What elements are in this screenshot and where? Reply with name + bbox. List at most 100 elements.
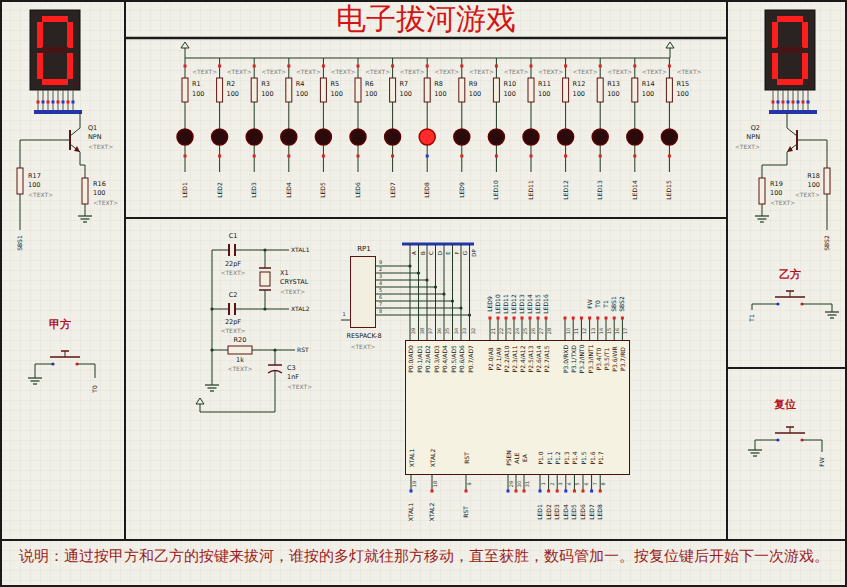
junction-dot xyxy=(210,307,213,310)
pin-state-marker xyxy=(57,101,60,104)
display-segment xyxy=(777,79,803,85)
net-label: LED15 xyxy=(535,294,542,313)
pin-name: EA xyxy=(522,454,529,462)
pin-number: 17 xyxy=(624,328,630,334)
net-label: LED4 xyxy=(562,504,569,520)
part-value: 100 xyxy=(538,91,550,98)
wire xyxy=(254,102,255,129)
pin-number: 7 xyxy=(593,482,599,485)
part-name: R18 xyxy=(807,173,820,180)
resistor-symbol xyxy=(528,78,534,102)
pin-state-marker xyxy=(572,317,575,320)
led-symbol xyxy=(558,129,574,145)
placeholder-text: <TEXT> xyxy=(365,69,390,76)
pin-number: 9 xyxy=(467,482,473,485)
net-label: LED5 xyxy=(320,182,327,198)
part-value: NPN xyxy=(746,134,760,141)
part-name: R13 xyxy=(607,81,620,88)
pin-name: P3.6/WR xyxy=(612,346,619,371)
wire xyxy=(323,145,324,172)
placeholder-text: <TEXT> xyxy=(93,200,118,207)
wire xyxy=(77,364,95,378)
wire xyxy=(212,309,229,310)
ground-symbol xyxy=(753,455,757,456)
pin-number: 2 xyxy=(379,267,382,273)
part-name: R9 xyxy=(469,81,478,88)
led-symbol xyxy=(627,129,643,145)
pin-state-marker xyxy=(599,65,602,68)
pin-state-marker xyxy=(621,317,624,320)
wire xyxy=(669,58,670,78)
wire xyxy=(496,145,497,172)
wire xyxy=(427,145,428,172)
pin-number: 4 xyxy=(379,281,382,287)
led-symbol xyxy=(385,129,401,145)
placeholder-text: <TEXT> xyxy=(280,289,305,296)
part-value: 100 xyxy=(770,190,782,197)
ground-symbol xyxy=(81,218,90,219)
pin-state-marker xyxy=(564,490,567,493)
net-label: LED15 xyxy=(666,180,673,199)
resistor-symbol xyxy=(217,78,223,102)
part-name: R1 xyxy=(192,81,201,88)
display-segment xyxy=(777,16,803,22)
seven-segment-display xyxy=(765,10,815,90)
ground-symbol xyxy=(205,384,219,385)
power-terminal xyxy=(181,42,189,48)
pin-number: 7 xyxy=(379,302,382,308)
wire xyxy=(185,58,186,78)
junction-dot xyxy=(417,271,420,274)
wire xyxy=(565,58,566,78)
wire xyxy=(600,58,601,78)
pin-name: P3.3/INT1 xyxy=(587,345,594,374)
wire xyxy=(219,102,220,129)
pin-state-marker xyxy=(287,65,290,68)
pin-name: ALE xyxy=(514,452,521,463)
net-label: FW xyxy=(819,457,826,466)
pin-name: P1.0 xyxy=(538,451,545,464)
pin-name: P0.4/AD4 xyxy=(442,345,449,373)
led-symbol xyxy=(212,129,228,145)
led-symbol xyxy=(177,129,193,145)
wire xyxy=(461,58,462,78)
wire xyxy=(452,244,453,340)
pin-number: 5 xyxy=(576,482,582,485)
display-pin xyxy=(798,90,799,112)
pin-number: 3 xyxy=(379,274,382,280)
wire xyxy=(219,145,220,172)
pin-name: P2.0/A8 xyxy=(488,347,495,370)
power-terminal xyxy=(666,42,674,48)
net-label: LED14 xyxy=(527,294,534,313)
pin-state-marker xyxy=(580,317,583,320)
wire xyxy=(212,250,229,251)
led-symbol xyxy=(315,129,331,145)
panel-label: 乙方 xyxy=(779,269,801,282)
pin-state-marker xyxy=(322,65,325,68)
net-label: LED14 xyxy=(631,180,638,199)
pin-state-marker xyxy=(391,155,394,158)
net-label: LED3 xyxy=(554,504,561,520)
pin-number: 34 xyxy=(454,328,460,334)
net-label: XTAL1 xyxy=(408,503,415,521)
pin-state-marker xyxy=(564,65,567,68)
part-value: RESPACK-8 xyxy=(346,333,381,340)
net-label: LED13 xyxy=(597,180,604,199)
pin-state-marker xyxy=(62,101,65,104)
wire xyxy=(265,290,266,309)
wire xyxy=(235,309,289,310)
net-label: LED13 xyxy=(519,294,526,313)
wire xyxy=(254,58,255,78)
bus-line xyxy=(402,243,474,246)
part-name: R14 xyxy=(642,81,655,88)
pin-number: 11 xyxy=(574,328,580,334)
wire xyxy=(288,102,289,129)
switch-symbol xyxy=(786,290,794,292)
pin-state-marker xyxy=(72,101,75,104)
net-label: LED6 xyxy=(580,504,587,520)
pin-name: P3.2/INT0 xyxy=(579,345,586,374)
net-label: LED3 xyxy=(251,182,258,198)
wire xyxy=(591,475,592,492)
capacitor-symbol xyxy=(228,244,230,256)
pin-state-marker xyxy=(668,65,671,68)
